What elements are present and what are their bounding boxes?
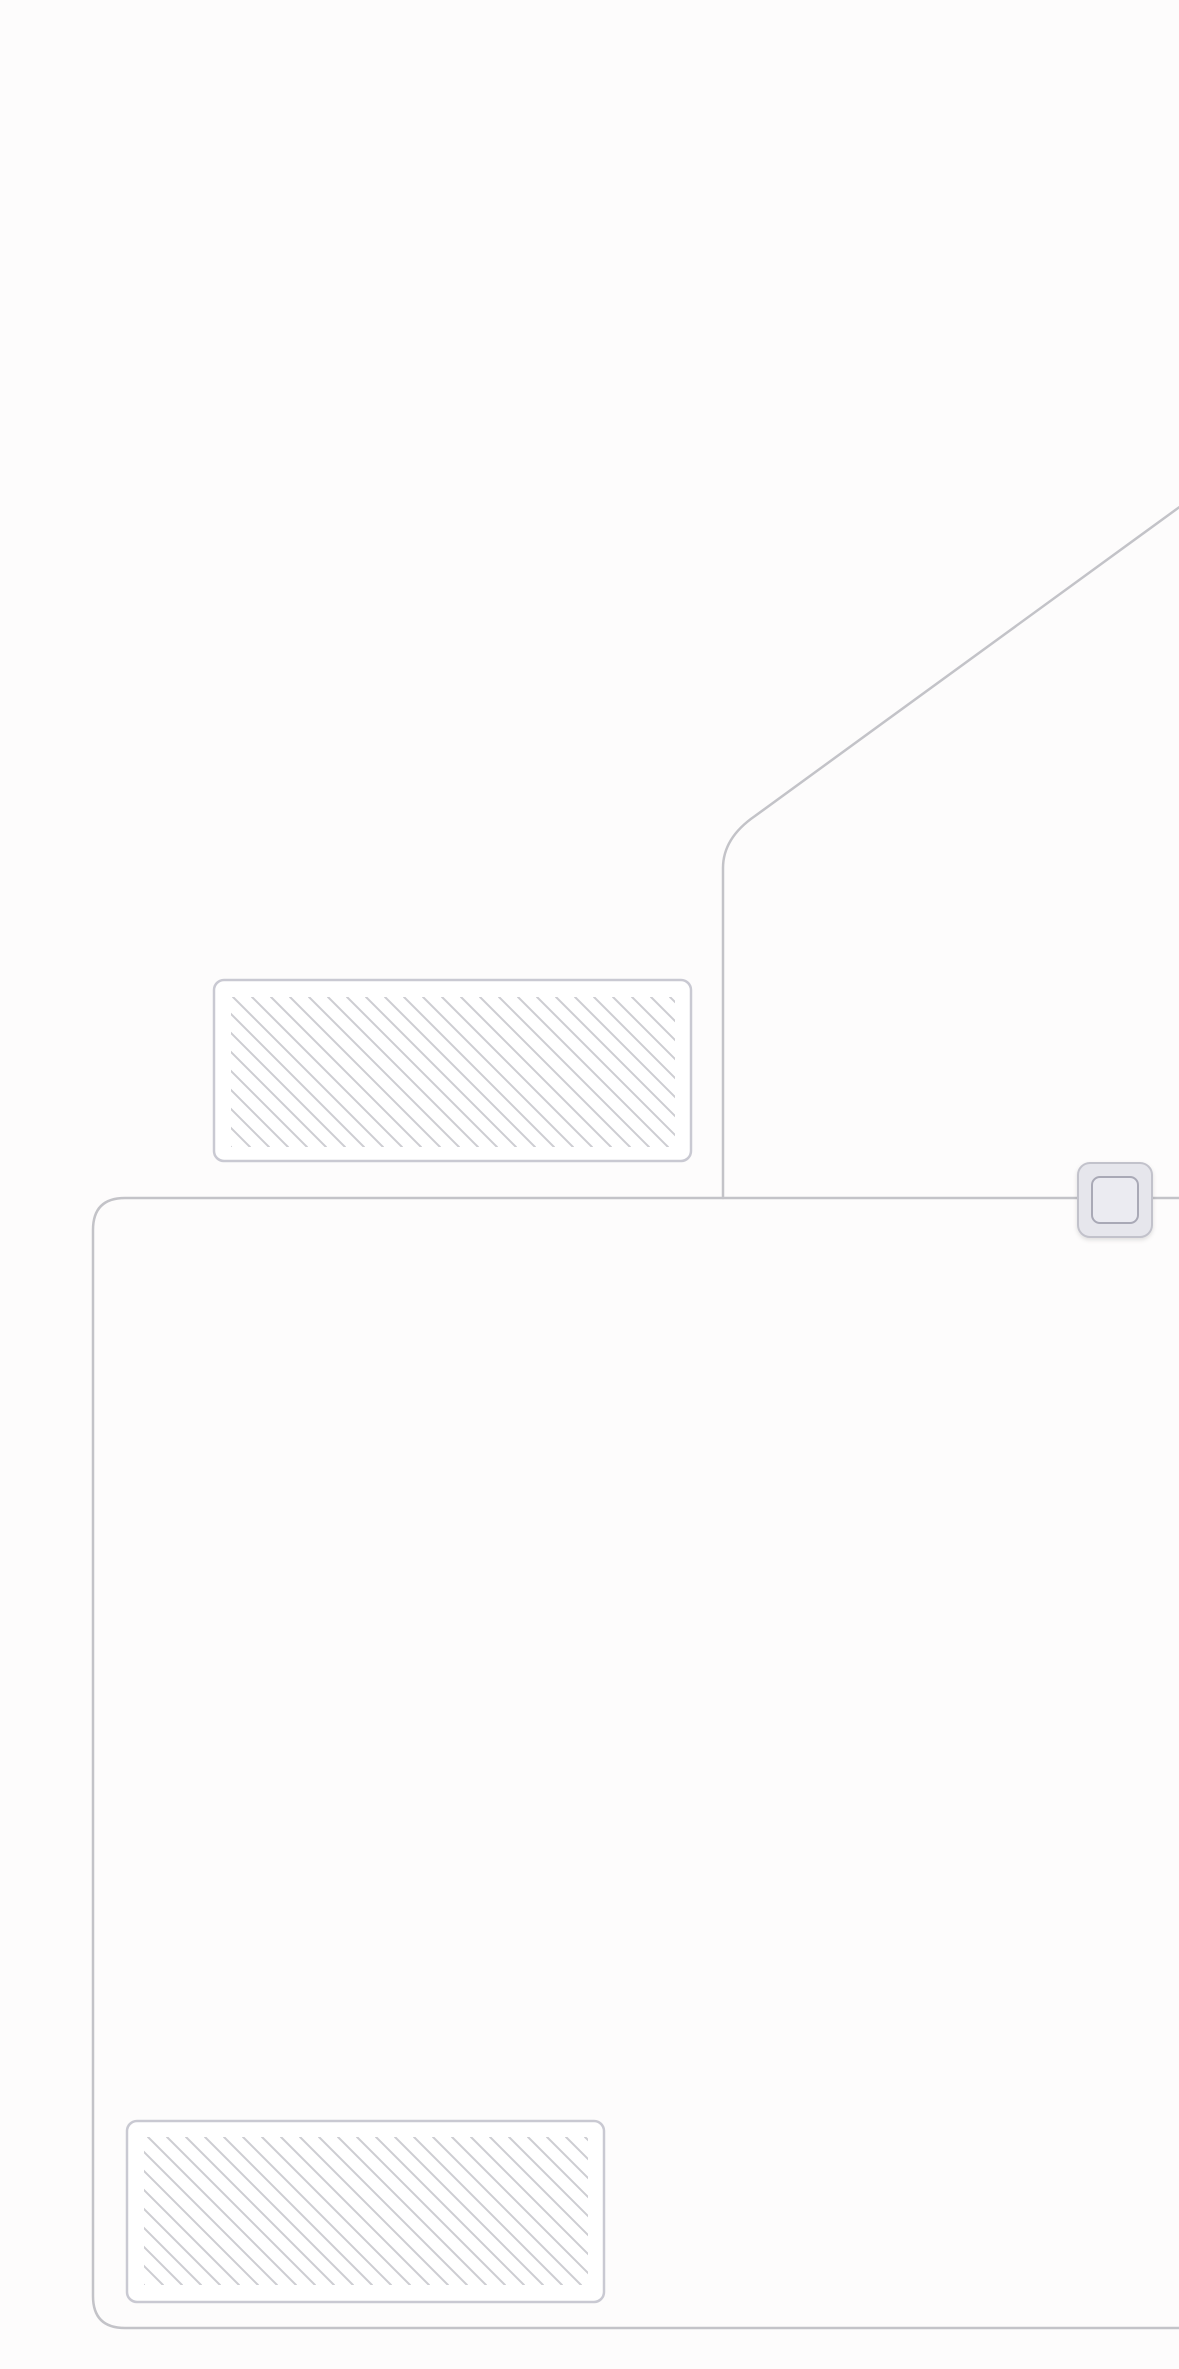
hatch-line: [346, 997, 498, 1147]
hatch-line: [375, 2137, 525, 2285]
hatch-line: [470, 2137, 588, 2256]
hatch-line: [231, 1050, 327, 1147]
hatch-line: [231, 1088, 289, 1147]
hatch-line: [261, 2137, 411, 2285]
hatch-line: [527, 2137, 588, 2199]
hatch-line: [574, 997, 675, 1099]
hatch-line: [555, 997, 675, 1118]
hatch-line: [384, 997, 536, 1147]
hatch-line: [327, 997, 479, 1147]
hatch-line: [289, 997, 441, 1147]
hatch-line: [166, 2137, 316, 2285]
hatch-line: [422, 997, 574, 1147]
hatch-line: [231, 1031, 346, 1147]
hatch-line: [451, 2137, 588, 2275]
hatch-line: [403, 997, 555, 1147]
hatch-line: [365, 997, 517, 1147]
hatch-line: [460, 997, 612, 1147]
hatch-pattern-bottom: [144, 2137, 588, 2285]
hatch-line: [356, 2137, 506, 2285]
hatch-line: [318, 2137, 468, 2285]
hatch-line: [147, 2137, 297, 2285]
hatch-line: [631, 997, 675, 1042]
hatch-line: [144, 2226, 202, 2285]
hatch-line: [584, 2137, 588, 2142]
hatch-line: [479, 997, 631, 1147]
hatch-pattern-top: [231, 997, 675, 1147]
hatch-line: [593, 997, 675, 1080]
hatch-line: [280, 2137, 430, 2285]
hatch-line: [231, 1012, 365, 1147]
hatch-line: [498, 997, 650, 1147]
hatch-line: [144, 2283, 145, 2285]
hatch-line: [144, 2169, 259, 2285]
hatch-line: [223, 2137, 373, 2285]
hatch-line: [231, 1107, 270, 1147]
main-container-outline: [91, 1196, 1179, 2330]
hatch-line: [185, 2137, 335, 2285]
placeholder-block-bottom: [125, 2119, 606, 2304]
placeholder-block-top: [212, 978, 693, 1163]
hatch-line: [508, 2137, 588, 2218]
hatch-line: [669, 997, 675, 1004]
square-node-icon[interactable]: [1077, 1162, 1153, 1238]
hatch-line: [517, 997, 669, 1147]
hatch-line: [204, 2137, 354, 2285]
hatch-line: [308, 997, 460, 1147]
hatch-line: [144, 2207, 221, 2285]
hatch-line: [612, 997, 675, 1061]
hatch-line: [394, 2137, 544, 2285]
hatch-line: [251, 997, 403, 1147]
hatch-line: [270, 997, 422, 1147]
hatch-line: [232, 997, 384, 1147]
hatch-line: [489, 2137, 588, 2237]
hatch-line: [536, 997, 675, 1137]
hatch-line: [299, 2137, 449, 2285]
hatch-line: [242, 2137, 392, 2285]
hatch-line: [231, 1145, 232, 1147]
hatch-line: [144, 2188, 240, 2285]
hatch-line: [432, 2137, 582, 2285]
hatch-line: [337, 2137, 487, 2285]
hatch-line: [546, 2137, 588, 2180]
diagonal-connector: [721, 505, 1179, 1200]
hatch-line: [144, 2150, 278, 2285]
hatch-line: [413, 2137, 563, 2285]
hatch-line: [231, 1069, 308, 1147]
hatch-line: [441, 997, 593, 1147]
hatch-line: [144, 2245, 183, 2285]
